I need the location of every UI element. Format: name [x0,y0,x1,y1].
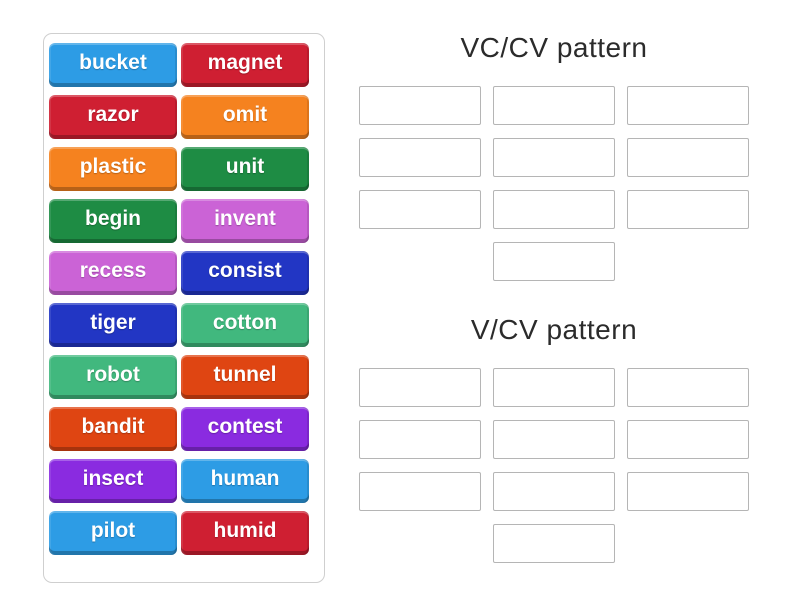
drop-slot[interactable] [493,524,615,563]
drop-slot[interactable] [627,138,749,177]
drop-slot[interactable] [627,472,749,511]
word-tile[interactable]: human [181,459,309,503]
drop-slot[interactable] [359,138,481,177]
drop-slot[interactable] [627,190,749,229]
drop-slot-grid [359,368,749,563]
word-tile[interactable]: robot [49,355,177,399]
group-vcv-pattern: V/CV pattern [348,312,760,563]
word-tile[interactable]: tiger [49,303,177,347]
group-title: V/CV pattern [470,314,638,345]
word-tile[interactable]: invent [181,199,309,243]
word-tile[interactable]: contest [181,407,309,451]
word-tile[interactable]: unit [181,147,309,191]
drop-slot[interactable] [493,472,615,511]
word-tile[interactable]: bandit [49,407,177,451]
word-tile[interactable]: bucket [49,43,177,87]
drop-slot[interactable] [627,368,749,407]
drop-slot[interactable] [493,138,615,177]
drop-slot[interactable] [493,420,615,459]
word-tile[interactable]: humid [181,511,309,555]
drop-slot[interactable] [493,242,615,281]
word-tile[interactable]: cotton [181,303,309,347]
word-tile[interactable]: plastic [49,147,177,191]
drop-slot[interactable] [359,472,481,511]
word-tile[interactable]: omit [181,95,309,139]
drop-slot[interactable] [627,86,749,125]
drop-slot[interactable] [493,190,615,229]
drop-slot[interactable] [359,368,481,407]
word-tile[interactable]: recess [49,251,177,295]
drop-slot[interactable] [493,86,615,125]
word-tile[interactable]: tunnel [181,355,309,399]
drop-slot[interactable] [359,420,481,459]
word-tile[interactable]: consist [181,251,309,295]
word-tile[interactable]: razor [49,95,177,139]
drop-slot[interactable] [359,86,481,125]
group-vccv-pattern: VC/CV pattern [348,30,760,281]
group-title: VC/CV pattern [460,32,648,63]
drop-slot[interactable] [493,368,615,407]
drop-slot[interactable] [627,420,749,459]
drop-slot[interactable] [359,190,481,229]
word-tile[interactable]: begin [49,199,177,243]
drop-slot-grid [359,86,749,281]
word-tile[interactable]: magnet [181,43,309,87]
word-tile[interactable]: pilot [49,511,177,555]
word-tile[interactable]: insect [49,459,177,503]
